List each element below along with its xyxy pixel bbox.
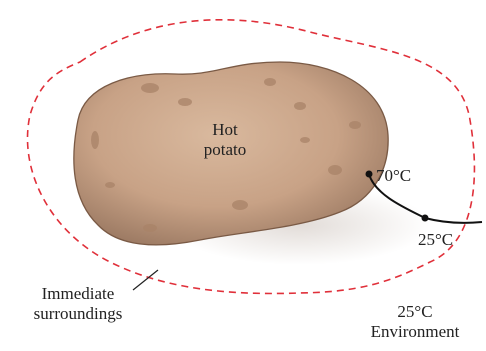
environment-label: 25°C Environment xyxy=(352,302,478,341)
surface-probe-point xyxy=(366,171,373,178)
environment-temperature: 25°C xyxy=(352,302,478,322)
potato-label: Hot potato xyxy=(185,120,265,159)
ambient-probe-point xyxy=(422,215,429,222)
surroundings-label-line2: surroundings xyxy=(8,304,148,324)
potato-label-line1: Hot xyxy=(185,120,265,140)
surroundings-label-line1: Immediate xyxy=(8,284,148,304)
potato-label-line2: potato xyxy=(185,140,265,160)
environment-name: Environment xyxy=(352,322,478,342)
surroundings-label: Immediate surroundings xyxy=(8,284,148,323)
surface-temperature-label: 70°C xyxy=(376,166,411,186)
probe-temperature-label: 25°C xyxy=(418,230,453,250)
